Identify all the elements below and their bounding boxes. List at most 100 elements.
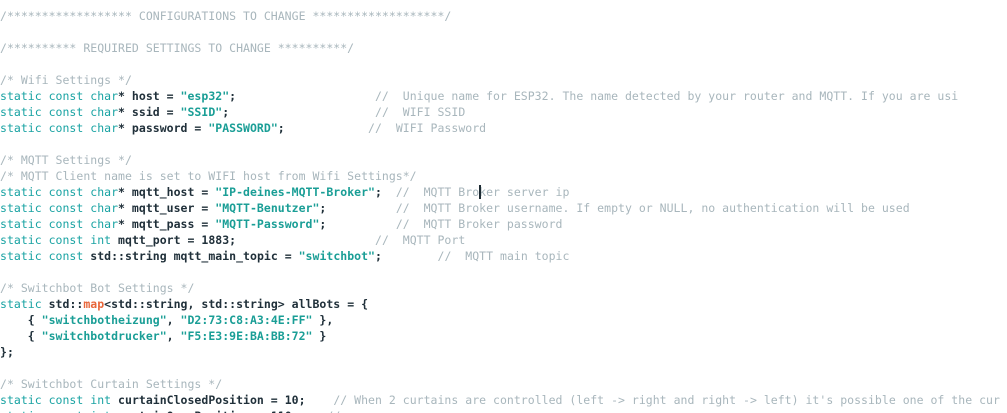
code-token-plain: { (0, 313, 42, 327)
code-token-number: 10 (284, 393, 299, 407)
code-token-plain: ; (222, 105, 230, 119)
code-token-string: "switchbot" (298, 249, 375, 263)
code-line[interactable]: /* MQTT Client name is set to WIFI host … (0, 168, 1007, 184)
code-line[interactable]: static const int mqtt_port = 1883; // MQ… (0, 232, 1007, 248)
code-token-string: "IP-deines-MQTT-Broker" (215, 185, 375, 199)
code-token-plain: { (0, 329, 42, 343)
code-token-string: "D2:73:C8:A3:4E:FF" (180, 313, 313, 327)
code-token-comment: // ... (326, 409, 368, 413)
code-token-comment: /* MQTT Client name is set to WIFI host … (0, 169, 417, 183)
code-token-plain: ; (374, 185, 382, 199)
code-token-pad (236, 89, 375, 103)
code-token-plain: }, (312, 313, 334, 327)
code-token-string: "MQTT-Password" (215, 217, 320, 231)
code-token-comment: // MQTT main topic (437, 249, 570, 263)
code-token-plain: * host = (118, 89, 181, 103)
code-token-plain: ; (292, 409, 299, 413)
code-token-ns: std::string (90, 249, 167, 263)
code-token-keyword: static const (0, 249, 91, 263)
code-token-keyword: static const char (0, 121, 119, 135)
code-line[interactable] (0, 360, 1007, 376)
code-token-plain: * password = (118, 121, 209, 135)
code-line[interactable]: static const int curtainOpenPosition = 1… (0, 408, 1007, 413)
code-token-plain: } (312, 329, 327, 343)
code-token-plain: * ssid = (118, 105, 181, 119)
code-token-comment: /* Switchbot Bot Settings */ (0, 281, 195, 295)
code-token-number: 110 (271, 409, 292, 413)
code-token-plain: , (166, 329, 181, 343)
code-token-plain: curtainClosedPosition = (111, 393, 285, 407)
code-line[interactable]: { "switchbotheizung", "D2:73:C8:A3:4E:FF… (0, 312, 1007, 328)
code-token-keyword: static const char (0, 217, 119, 231)
code-token-string: "MQTT-Benutzer" (215, 201, 320, 215)
code-line[interactable]: static const char* password = "PASSWORD"… (0, 120, 1007, 136)
code-line[interactable]: static const int curtainClosedPosition =… (0, 392, 1007, 408)
code-token-comment: // MQTT Broker password (395, 217, 563, 231)
code-token-plain: ; (319, 201, 327, 215)
code-token-pad (306, 393, 334, 407)
code-token-comment: // MQTT Port (375, 233, 466, 247)
code-line[interactable] (0, 264, 1007, 280)
code-line[interactable]: static std::map<std::string, std::string… (0, 296, 1007, 312)
code-line[interactable]: /********** REQUIRED SETTINGS TO CHANGE … (0, 40, 1007, 56)
code-token-plain: ; (298, 393, 306, 407)
code-token-comment: // MQTT Broker server ip (395, 185, 570, 199)
code-line[interactable]: /* Switchbot Bot Settings */ (0, 280, 1007, 296)
code-token-string: "F5:E3:9E:BA:BB:72" (180, 329, 313, 343)
code-line[interactable]: static const char* mqtt_pass = "MQTT-Pas… (0, 216, 1007, 232)
code-token-plain: ; (319, 217, 327, 231)
code-token-comment: // WIFI SSID (375, 105, 466, 119)
code-token-comment: // MQTT Broker username. If empty or NUL… (395, 201, 910, 215)
code-line[interactable]: static const char* mqtt_host = "IP-deine… (0, 184, 1007, 200)
code-token-plain: * mqtt_pass = (118, 217, 216, 231)
code-line[interactable]: static const char* mqtt_user = "MQTT-Ben… (0, 200, 1007, 216)
code-token-plain: ; (229, 89, 237, 103)
code-line[interactable] (0, 24, 1007, 40)
code-token-comment: /* Wifi Settings */ (0, 73, 132, 87)
code-text-surface[interactable]: /****************** CONFIGURATIONS TO CH… (0, 8, 1007, 413)
code-token-keyword: static const char (0, 185, 119, 199)
code-line[interactable]: { "switchbotdrucker", "F5:E3:9E:BA:BB:72… (0, 328, 1007, 344)
code-token-plain: , (166, 313, 181, 327)
code-token-string: "SSID" (180, 105, 223, 119)
code-line[interactable] (0, 56, 1007, 72)
code-token-plain: }; (0, 345, 14, 359)
code-token-comment: /* MQTT Settings */ (0, 153, 132, 167)
text-cursor (479, 185, 481, 199)
code-token-comment: /****************** CONFIGURATIONS TO CH… (0, 9, 452, 23)
code-line[interactable]: /* Switchbot Curtain Settings */ (0, 376, 1007, 392)
code-token-keyword: static const char (0, 201, 119, 215)
code-token-comment: /* Switchbot Curtain Settings */ (0, 377, 223, 391)
code-token-comment: // Unique name for ESP32. The name detec… (374, 89, 959, 103)
code-line[interactable] (0, 136, 1007, 152)
code-token-pad (382, 249, 438, 263)
code-token-ns: std:: (48, 297, 84, 311)
code-token-pad (236, 233, 375, 247)
code-token-plain: curtainOpenPosition = (111, 409, 271, 413)
code-line[interactable]: /****************** CONFIGURATIONS TO CH… (0, 8, 1007, 24)
code-token-pad (326, 217, 395, 231)
code-token-comment: // When 2 curtains are controlled (left … (333, 393, 1000, 407)
code-token-comment: // WIFI Password (368, 121, 487, 135)
code-token-plain: mqtt_main_topic = (166, 249, 299, 263)
code-line[interactable]: /* Wifi Settings */ (0, 72, 1007, 88)
code-token-plain: ; (229, 233, 237, 247)
code-token-string: "esp32" (180, 89, 230, 103)
code-token-keyword: static const int (0, 233, 112, 247)
code-token-pad (326, 201, 395, 215)
code-line[interactable]: static const char* host = "esp32"; // Un… (0, 88, 1007, 104)
code-token-string: "PASSWORD" (208, 121, 278, 135)
code-token-plain: mqtt_port = (111, 233, 202, 247)
code-token-keyword: static (0, 297, 49, 311)
code-token-keyword: static const int (0, 393, 112, 407)
code-token-keyword: static const char (0, 105, 119, 119)
code-token-comment: /********** REQUIRED SETTINGS TO CHANGE … (0, 41, 355, 55)
code-line[interactable]: static const std::string mqtt_main_topic… (0, 248, 1007, 264)
code-token-pad (382, 185, 396, 199)
code-token-pad (229, 105, 375, 119)
code-line[interactable]: /* MQTT Settings */ (0, 152, 1007, 168)
code-token-special: map (83, 297, 105, 311)
code-line[interactable]: static const char* ssid = "SSID"; // WIF… (0, 104, 1007, 120)
code-line[interactable]: }; (0, 344, 1007, 360)
